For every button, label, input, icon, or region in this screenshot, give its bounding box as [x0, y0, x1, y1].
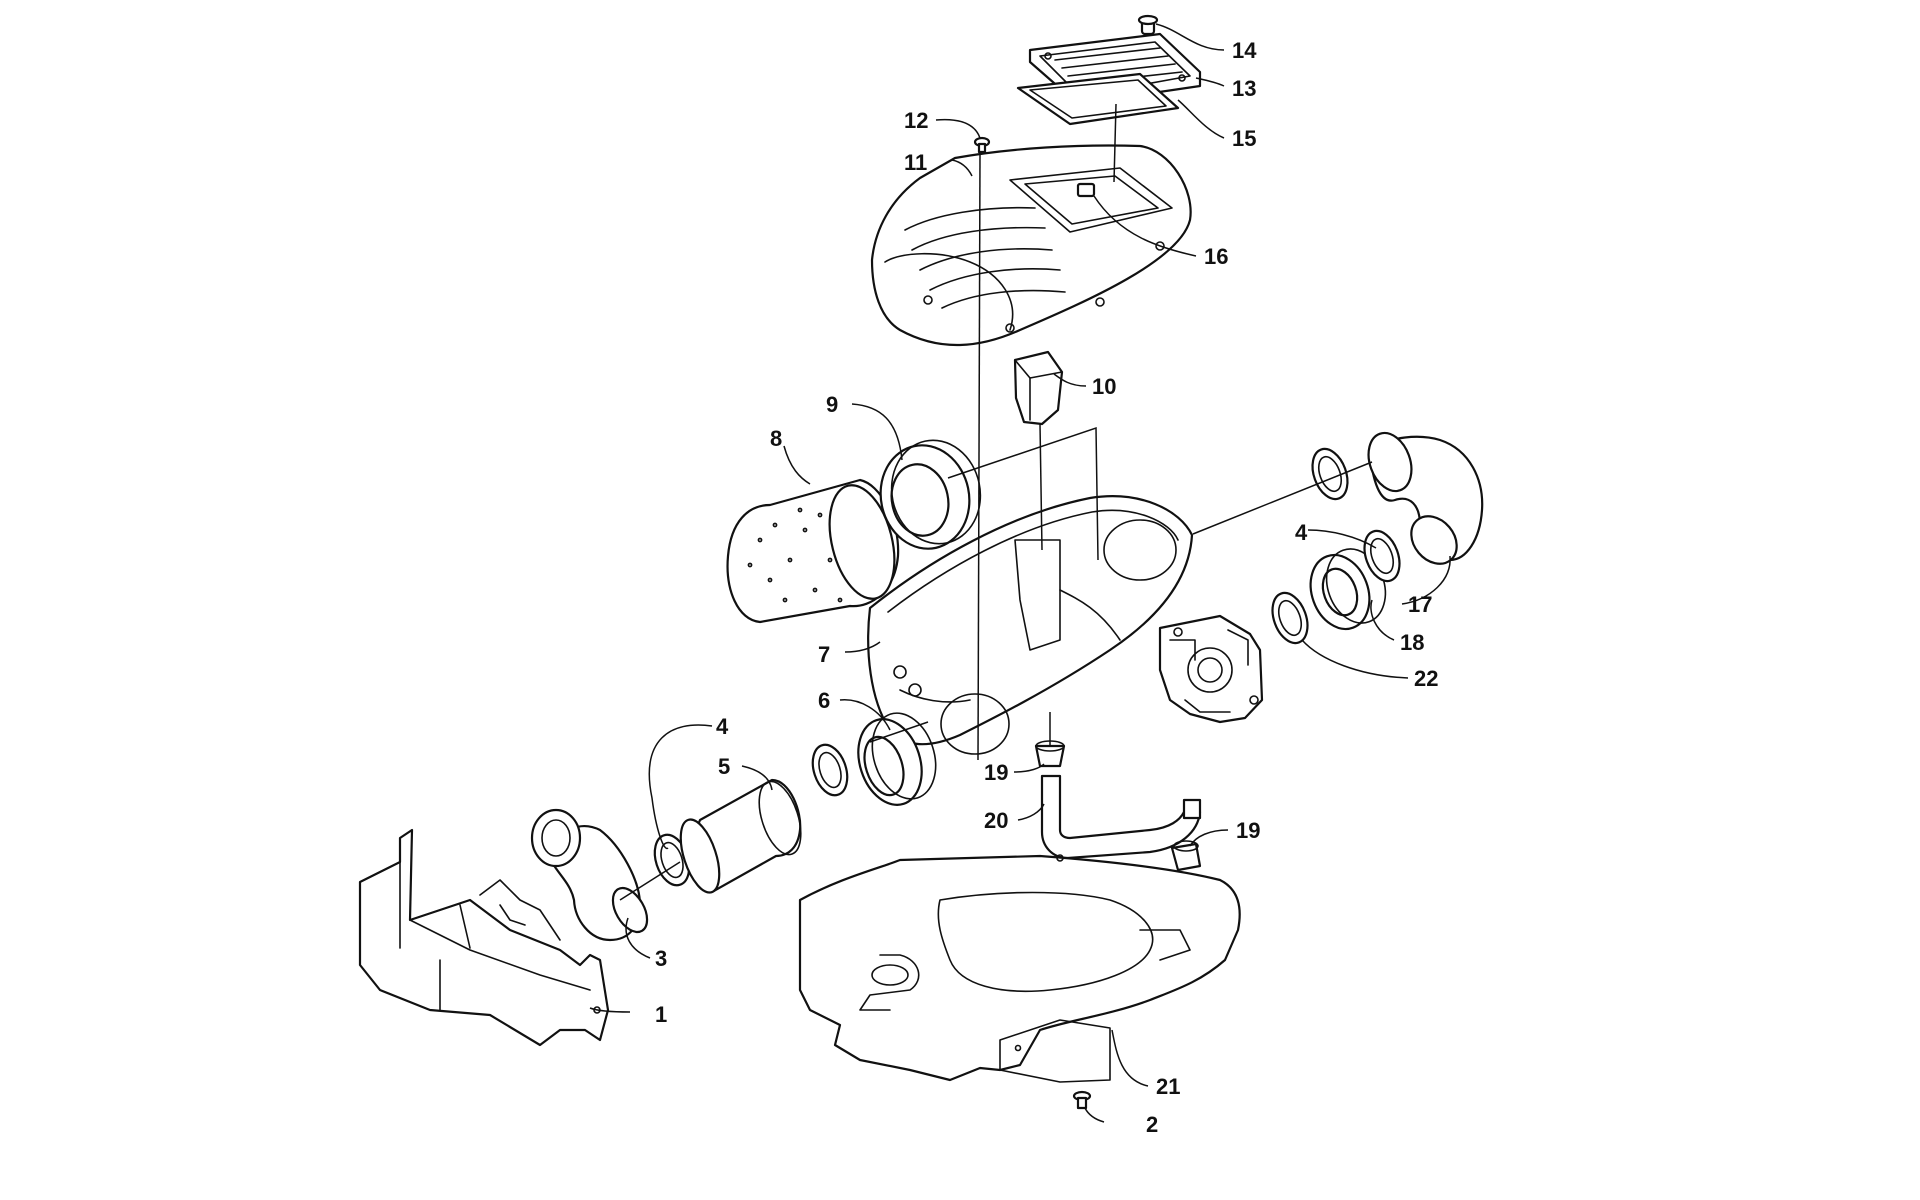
callout-4-right: 4 [1295, 520, 1308, 545]
callout-1: 1 [655, 1002, 667, 1027]
part-22-throttle-body [1158, 614, 1264, 724]
part-4-clamp-right-lower [1363, 529, 1401, 583]
part-9-filter-adapter [879, 439, 982, 550]
part-2-screw [1072, 1090, 1092, 1110]
callout-19-lower: 19 [1236, 818, 1260, 843]
part-19-clamp-lower [1170, 840, 1202, 872]
callout-13: 13 [1232, 76, 1256, 101]
callout-18: 18 [1400, 630, 1424, 655]
part-3-elbow-duct [530, 808, 649, 942]
part-5-intake-tube [679, 778, 802, 894]
callout-4-left: 4 [716, 714, 729, 739]
callout-17: 17 [1408, 592, 1432, 617]
assembly-lines [619, 103, 1373, 901]
part-12-screw [973, 136, 991, 154]
callout-21: 21 [1156, 1074, 1180, 1099]
part-16-clip [1076, 182, 1096, 198]
callout-14: 14 [1232, 38, 1257, 63]
part-15-gasket [1016, 72, 1180, 126]
callout-8: 8 [770, 426, 782, 451]
callout-20: 20 [984, 808, 1008, 833]
callout-11: 11 [904, 150, 927, 175]
callout-10: 10 [1092, 374, 1116, 399]
callout-9: 9 [826, 392, 838, 417]
part-20-drain-hose [1040, 774, 1202, 860]
callout-2: 2 [1146, 1112, 1158, 1137]
part-18-coupler [1309, 548, 1387, 631]
part-4-clamp-lower-a [811, 743, 849, 797]
callout-15: 15 [1232, 126, 1256, 151]
part-17-outlet-elbow [1367, 431, 1484, 565]
part-14-knob [1137, 14, 1159, 36]
callout-22: 22 [1414, 666, 1438, 691]
part-22-clamp [1271, 591, 1309, 645]
part-10-foam-block [1013, 350, 1064, 426]
part-4-clamp-right-upper [1311, 447, 1349, 501]
callout-3: 3 [655, 946, 667, 971]
part-8-air-filter [726, 478, 900, 624]
callout-19-upper: 19 [984, 760, 1008, 785]
part-7-airbox-base [867, 495, 1194, 755]
callout-7: 7 [818, 642, 830, 667]
callout-16: 16 [1204, 244, 1228, 269]
part-21-bottom-plate [798, 854, 1241, 1083]
callout-12: 12 [904, 108, 928, 133]
callout-labels: 1 2 3 4 4 5 6 7 8 9 10 11 12 13 14 15 16… [655, 38, 1438, 1137]
callout-5: 5 [718, 754, 730, 779]
part-11-airbox-lid [870, 144, 1192, 347]
callout-6: 6 [818, 688, 830, 713]
callout-leaders [589, 23, 1451, 1123]
